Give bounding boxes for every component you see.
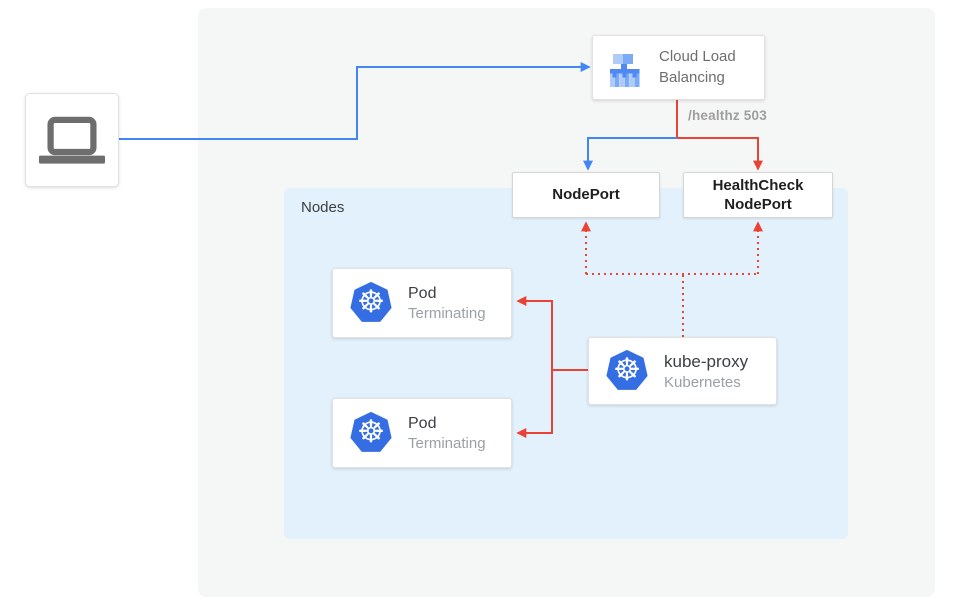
kubernetes-icon: ☸ (350, 411, 392, 452)
cloud-load-balancing-label: Cloud Load Balancing (659, 48, 736, 86)
kube-proxy-subtitle: Kubernetes (664, 373, 741, 391)
pod-2-text: Pod Terminating (408, 415, 486, 452)
nodeport-label: NodePort (552, 186, 620, 204)
pod-node-1: ☸ Pod Terminating (332, 268, 512, 338)
kube-proxy-node: ☸ kube-proxy Kubernetes (588, 337, 777, 405)
nodeport-node: NodePort (512, 172, 660, 218)
pod-1-status: Terminating (408, 304, 486, 322)
pod-2-title: Pod (408, 414, 437, 432)
healthz-status-label: /healthz 503 (688, 108, 767, 123)
cloud-load-balancing-icon (610, 53, 640, 87)
healthcheck-nodeport-node: HealthCheck NodePort (683, 172, 833, 218)
pod-1-text: Pod Terminating (408, 285, 486, 322)
client-node (25, 93, 119, 187)
healthcheck-nodeport-label: HealthCheck NodePort (712, 176, 804, 214)
pod-1-title: Pod (408, 284, 437, 302)
cloud-load-balancing-node: Cloud Load Balancing (592, 35, 765, 100)
pod-node-2: ☸ Pod Terminating (332, 398, 512, 468)
pod-2-status: Terminating (408, 434, 486, 452)
kube-proxy-text: kube-proxy Kubernetes (664, 352, 748, 391)
laptop-icon (39, 116, 105, 164)
kube-proxy-title: kube-proxy (664, 351, 749, 371)
kubernetes-icon: ☸ (350, 281, 392, 322)
kubernetes-icon: ☸ (606, 349, 648, 390)
nodes-group-label: Nodes (301, 199, 345, 216)
